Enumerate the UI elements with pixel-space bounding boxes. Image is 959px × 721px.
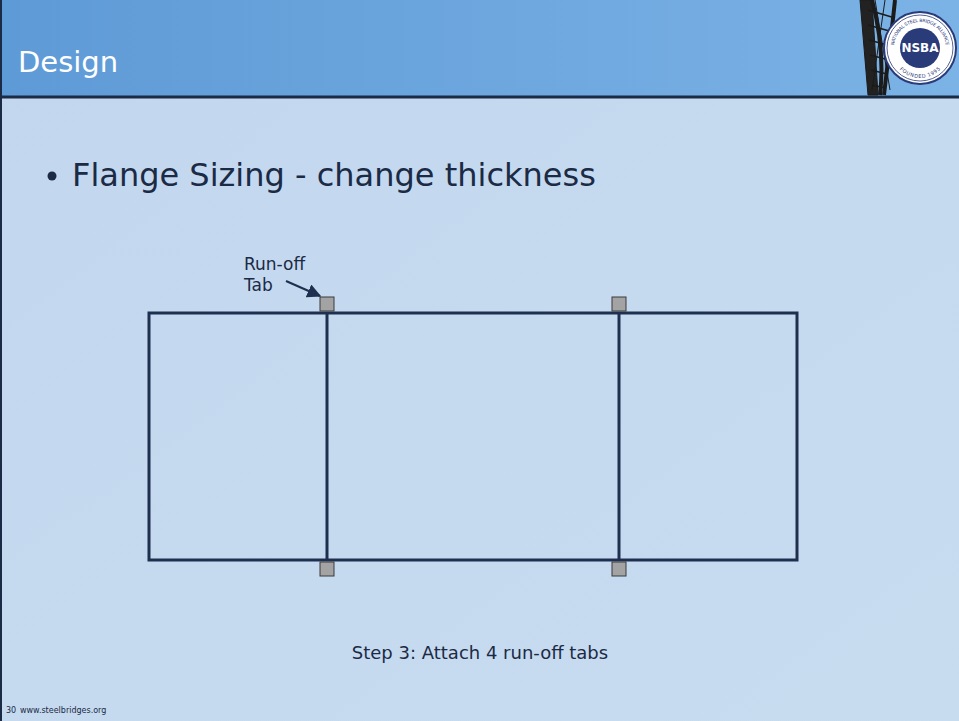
logo-ring-text: FOUNDED 1995 [899,66,941,79]
header-rule [0,96,959,99]
callout-label: Run-off Tab [244,254,308,297]
page-number: 30 [6,706,16,716]
header-band [0,0,959,96]
step-caption: Step 3: Attach 4 run-off tabs [352,642,608,663]
nsba-logo [884,12,956,84]
bullet-dot [48,172,57,181]
footer-url: www.steelbridges.org [20,706,106,716]
bullet-text: Flange Sizing - change thickness [72,156,596,194]
logo-text: NSBA [901,41,938,55]
slide-edge [0,0,2,721]
slide-title: Design [18,45,118,79]
flange-plates [149,313,797,560]
run-off-tabs [320,297,626,576]
leader-line [286,281,320,296]
